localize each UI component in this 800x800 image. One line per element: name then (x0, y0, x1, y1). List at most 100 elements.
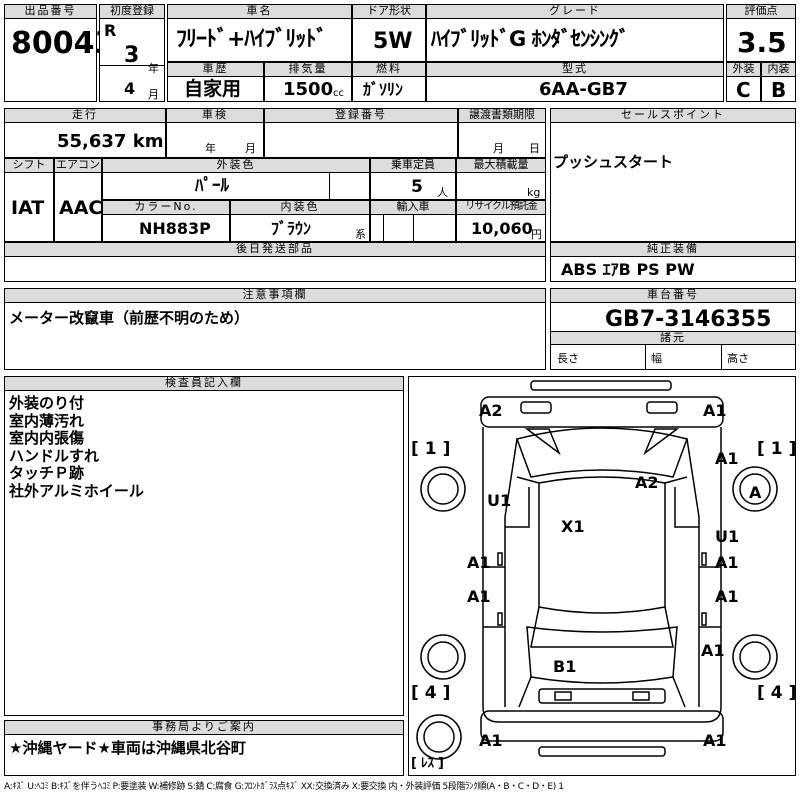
inspector-line: ハンドルすれ (9, 446, 100, 465)
first-reg-era: R (104, 21, 117, 40)
recycle-value: 10,060 (471, 219, 533, 238)
door-label: ドア形状 (352, 4, 426, 19)
car-diagram: [1] [1] [4] [4] [ﾚｽ] A2 A1 A1 A2 A U1 X1… (408, 376, 796, 776)
lot-number-label: 出品番号 (4, 4, 97, 19)
model-value: 6AA-GB7 (539, 79, 628, 100)
chassis-cell: 車台番号 GB7-3146355 諸元 長さ 幅 高さ (550, 288, 796, 370)
inspector-line: タッチＰ跡 (9, 464, 85, 482)
import-label: 輸入車 (370, 200, 456, 215)
later-parts-cell: 後日発送部品 (4, 242, 546, 282)
spec-length: 長さ (557, 352, 579, 365)
exterior-cell: 外装 C (726, 62, 761, 102)
max-load-unit: kg (527, 186, 541, 199)
shift-label: シフト (4, 158, 54, 173)
mark-rear-right: A1 (703, 731, 727, 750)
aircon-cell: エアコン AAC (54, 158, 102, 242)
score-value: 3.5 (737, 26, 787, 59)
car-name: ﾌﾘｰﾄﾞ+ﾊｲﾌﾞﾘｯﾄﾞ (176, 27, 327, 52)
notes-cell: 注意事項欄 メーター改竄車（前歴不明のため） (4, 288, 546, 370)
door-value: 5W (373, 29, 413, 54)
sales-point-label: セールスポイント (550, 108, 796, 123)
inspector-line: 室内内張傷 (9, 429, 85, 447)
chassis-number: GB7-3146355 (605, 307, 772, 332)
car-name-label: 車名 (167, 4, 352, 19)
import-cell: 輸入車 (370, 200, 456, 242)
fuel-value: ｶﾞｿﾘﾝ (363, 80, 404, 99)
inspection-month-unit: 月 (245, 142, 256, 155)
lot-number-cell: 出品番号 80043 (4, 4, 115, 102)
tire-rl-tread: [4] (411, 683, 451, 703)
mark-door-rl: A1 (467, 587, 491, 606)
mileage-label: 走行 (4, 108, 166, 123)
notes-label: 注意事項欄 (4, 288, 546, 303)
model-cell: 型式 6AA-GB7 (426, 62, 724, 102)
color-no-label: カラーNo. (102, 200, 230, 215)
int-color-label: 内装色 (230, 200, 370, 215)
mark-door-fr-u: U1 (715, 527, 740, 546)
max-load-label: 最大積載量 (456, 158, 546, 173)
mark-front-left: A2 (479, 401, 503, 420)
grade-label: グレード (426, 4, 724, 19)
aircon-value: AAC (59, 197, 103, 219)
transfer-day-unit: 日 (529, 142, 540, 155)
inspection-cell: 車検 年 月 (166, 108, 264, 158)
mileage-cell: 走行 55,637 km(*) (4, 108, 189, 158)
exterior-label: 外装 (726, 62, 761, 77)
history-value: 自家用 (184, 78, 242, 100)
tire-rr-tread: [4] (757, 683, 797, 703)
color-no-cell: カラーNo. NH883P (102, 200, 230, 242)
fuel-cell: 燃料 ｶﾞｿﾘﾝ (352, 62, 426, 102)
ext-color-cell: 外装色 ﾊﾟｰﾙ (102, 158, 370, 200)
later-parts-label: 後日発送部品 (4, 242, 546, 257)
chassis-label: 車台番号 (550, 288, 796, 303)
first-reg-year: 3 (124, 43, 140, 68)
tire-fl-value: 1 (424, 439, 437, 459)
inspection-label: 車検 (166, 108, 264, 123)
capacity-cell: 乗車定員 5 人 (370, 158, 456, 200)
equipment-cell: 純正装備 ABS ｴｱB PS PW (550, 242, 796, 282)
mark-fender-right: A1 (715, 449, 739, 468)
mark-fender-left: U1 (487, 491, 512, 510)
mark-front-right: A1 (703, 401, 727, 420)
capacity-value: 5 (411, 177, 423, 197)
displacement-value: 1500 (283, 79, 334, 100)
tire-rr-value: 4 (770, 683, 783, 703)
tire-fl-tread: [1] (411, 439, 451, 459)
history-cell: 車歴 自家用 (167, 62, 264, 102)
registration-cell: 登録番号 (264, 108, 458, 158)
door-cell: ドア形状 5W (352, 4, 426, 62)
capacity-unit: 人 (437, 186, 448, 199)
car-name-cell: 車名 ﾌﾘｰﾄﾞ+ﾊｲﾌﾞﾘｯﾄﾞ (167, 4, 352, 62)
inspector-lines: 外装のり付 室内薄汚れ 室内内張傷 ハンドルすれ タッチＰ跡 社外アルミホイール (9, 394, 144, 500)
tire-fr-value: 1 (770, 439, 783, 459)
sales-point-text: プッシュスタート (553, 153, 674, 171)
mark-wheel-fr: A (749, 483, 762, 502)
transfer-label: 譲渡書類期限 (458, 108, 546, 123)
displacement-cell: 排気量 1500 cc (264, 62, 352, 102)
office-cell: 事務局よりご案内 ★沖縄ヤード★車両は沖縄県北谷町 (4, 720, 404, 776)
first-reg-year-unit: 年 (148, 62, 159, 75)
inspector-line: 室内薄汚れ (9, 411, 85, 430)
equipment-text: ABS ｴｱB PS PW (561, 260, 695, 279)
mark-door-fr: A1 (715, 553, 739, 572)
history-label: 車歴 (167, 62, 264, 77)
fuel-label: 燃料 (352, 62, 426, 77)
spec-height: 高さ (727, 352, 749, 365)
first-reg-month-unit: 月 (148, 88, 159, 101)
mark-quarter-right: A1 (701, 641, 725, 660)
ext-color-value: ﾊﾟｰﾙ (195, 176, 229, 196)
score-label: 評価点 (726, 4, 796, 19)
inspector-label: 検査員記入欄 (4, 376, 404, 391)
first-reg-label: 初度登録 (99, 4, 165, 19)
inspector-line: 外装のり付 (9, 394, 85, 412)
office-text: ★沖縄ヤード★車両は沖縄県北谷町 (9, 739, 246, 757)
ext-color-label: 外装色 (102, 158, 370, 173)
shift-value: IAT (11, 197, 45, 219)
spare-tire-value: ﾚｽ (420, 756, 434, 771)
color-no-value: NH883P (139, 219, 211, 238)
mark-roof: X1 (561, 517, 585, 536)
recycle-label: リサイクル預託金 (456, 200, 546, 215)
mark-trunk: B1 (553, 657, 577, 676)
tire-rl-value: 4 (424, 683, 437, 703)
spec-width: 幅 (651, 352, 662, 365)
